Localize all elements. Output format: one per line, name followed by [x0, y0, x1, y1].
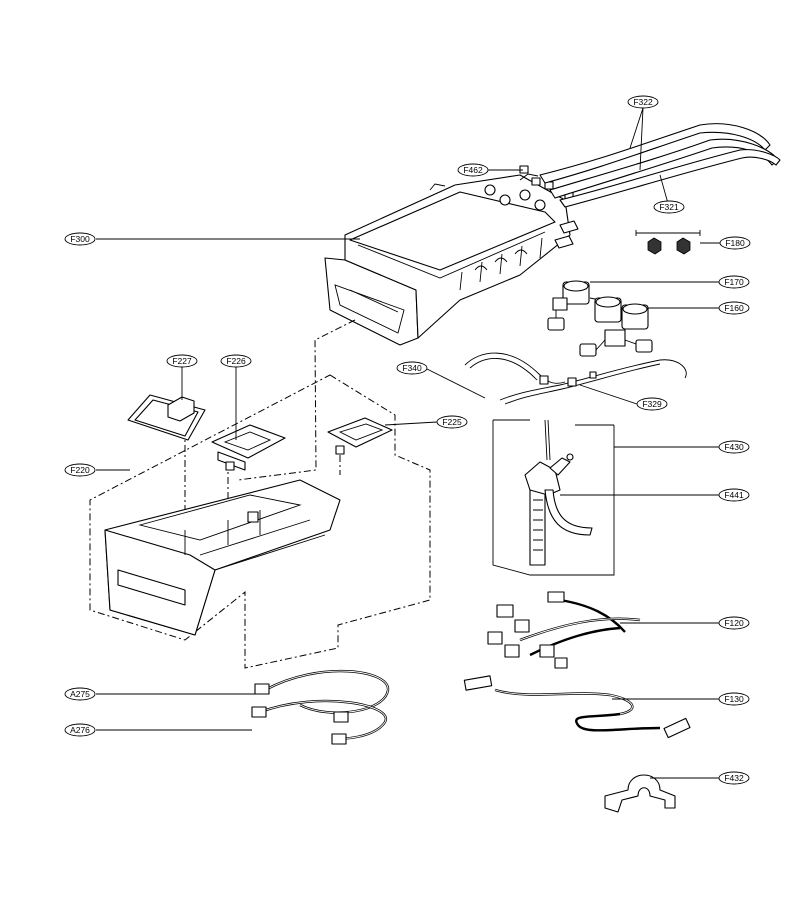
part-inlet-valve-double: [579, 296, 653, 357]
callout-F441: F441: [718, 488, 750, 502]
callout-text-F220: F220: [70, 465, 90, 475]
part-siphon-cap: [211, 424, 286, 471]
callout-F120: F120: [718, 616, 750, 630]
part-wire-harness: [487, 591, 641, 669]
callout-text-F462: F462: [463, 165, 483, 175]
part-dispenser-drawer: [104, 479, 341, 636]
part-tubes: [464, 352, 687, 405]
part-inlet-valve-single: [547, 280, 601, 331]
callout-F462: F462: [457, 163, 489, 177]
callout-text-F432: F432: [724, 773, 744, 783]
callout-F170: F170: [718, 275, 750, 289]
callout-F226: F226: [220, 354, 252, 368]
callout-F430: F430: [718, 440, 750, 454]
callout-text-F441: F441: [724, 490, 744, 500]
part-nuts: [635, 230, 701, 255]
callout-F321: F321: [653, 200, 685, 214]
callout-F432: F432: [718, 771, 750, 785]
part-wire-harness-long: [463, 675, 691, 739]
callout-F130: F130: [718, 692, 750, 706]
callout-text-F160: F160: [724, 303, 744, 313]
part-inlet-hoses: [539, 123, 781, 208]
callout-text-F170: F170: [724, 277, 744, 287]
callout-F300: F300: [64, 232, 96, 246]
callout-F180: F180: [719, 236, 751, 250]
callout-F322: F322: [627, 95, 659, 109]
callout-text-F120: F120: [724, 618, 744, 628]
callout-text-F227: F227: [172, 356, 192, 366]
part-hose-clamp: [604, 774, 676, 813]
callout-text-F322: F322: [633, 97, 653, 107]
callout-text-A275: A275: [70, 689, 90, 699]
callout-F225: F225: [436, 415, 468, 429]
part-dispenser-housing: [324, 173, 579, 346]
callout-text-F180: F180: [725, 238, 745, 248]
callout-A275: A275: [64, 687, 96, 701]
part-siphon-small: [327, 417, 393, 455]
callout-text-F226: F226: [226, 356, 246, 366]
part-drain-hose-assembly: [492, 419, 615, 576]
part-softener-cap: [127, 394, 206, 441]
callout-text-A276: A276: [70, 725, 90, 735]
leader-lines: [96, 107, 720, 779]
callout-A276: A276: [64, 723, 96, 737]
callout-F340: F340: [396, 361, 428, 375]
callout-F220: F220: [64, 463, 96, 477]
callout-text-F329: F329: [642, 399, 662, 409]
callout-text-F300: F300: [70, 234, 90, 244]
callout-text-F321: F321: [659, 202, 679, 212]
callout-text-F340: F340: [402, 363, 422, 373]
callout-F329: F329: [636, 397, 668, 411]
callout-F227: F227: [166, 354, 198, 368]
part-power-cables: [251, 669, 390, 745]
callout-F160: F160: [718, 301, 750, 315]
callout-text-F130: F130: [724, 694, 744, 704]
callout-text-F225: F225: [442, 417, 462, 427]
callout-text-F430: F430: [724, 442, 744, 452]
